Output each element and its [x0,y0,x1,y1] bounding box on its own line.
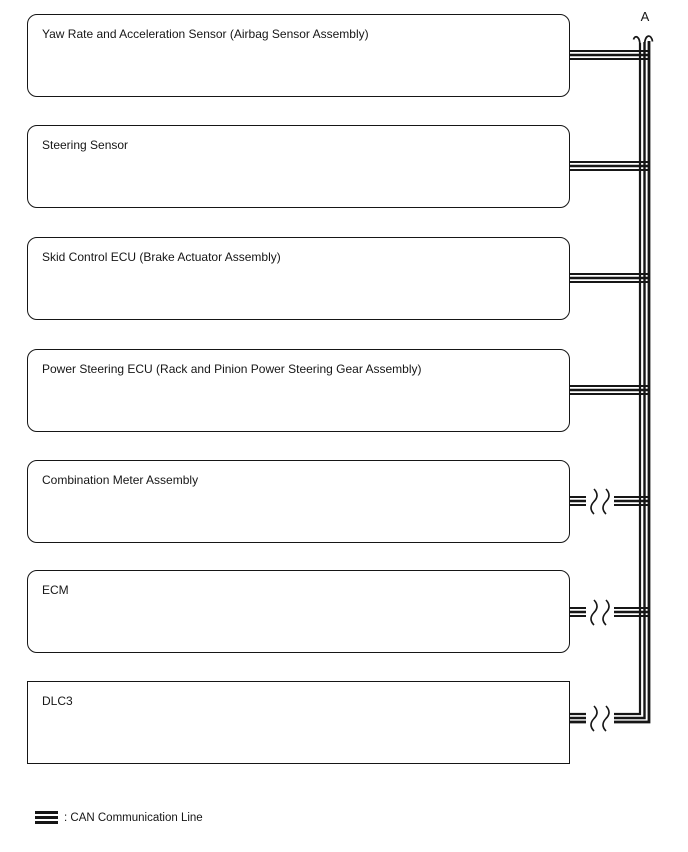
bus-ref-label-a: A [640,9,650,24]
node-yaw-rate-acceleration-sensor: Yaw Rate and Acceleration Sensor (Airbag… [27,14,570,97]
node-power-steering-ecu: Power Steering ECU (Rack and Pinion Powe… [27,349,570,432]
node-label: ECM [42,583,69,597]
line-break-icon [586,488,614,515]
node-label: DLC3 [42,694,73,708]
can-stub-lines [570,50,650,617]
node-combination-meter: Combination Meter Assembly [27,460,570,543]
node-label: Power Steering ECU (Rack and Pinion Powe… [42,362,422,376]
node-label: Steering Sensor [42,138,129,152]
node-steering-sensor: Steering Sensor [27,125,570,208]
legend-label: : CAN Communication Line [64,811,203,824]
continuation-arrow-icon [632,35,654,47]
can-bus-trunk [570,41,651,724]
node-label: Yaw Rate and Acceleration Sensor (Airbag… [42,27,369,41]
line-break-icon [586,599,614,626]
can-line-icon [35,811,58,824]
node-skid-control-ecu: Skid Control ECU (Brake Actuator Assembl… [27,237,570,320]
node-ecm: ECM [27,570,570,653]
node-label: Combination Meter Assembly [42,473,199,487]
node-label: Skid Control ECU (Brake Actuator Assembl… [42,250,281,264]
line-break-icon [586,705,614,732]
legend: : CAN Communication Line [35,811,203,824]
node-dlc3: DLC3 [27,681,570,764]
